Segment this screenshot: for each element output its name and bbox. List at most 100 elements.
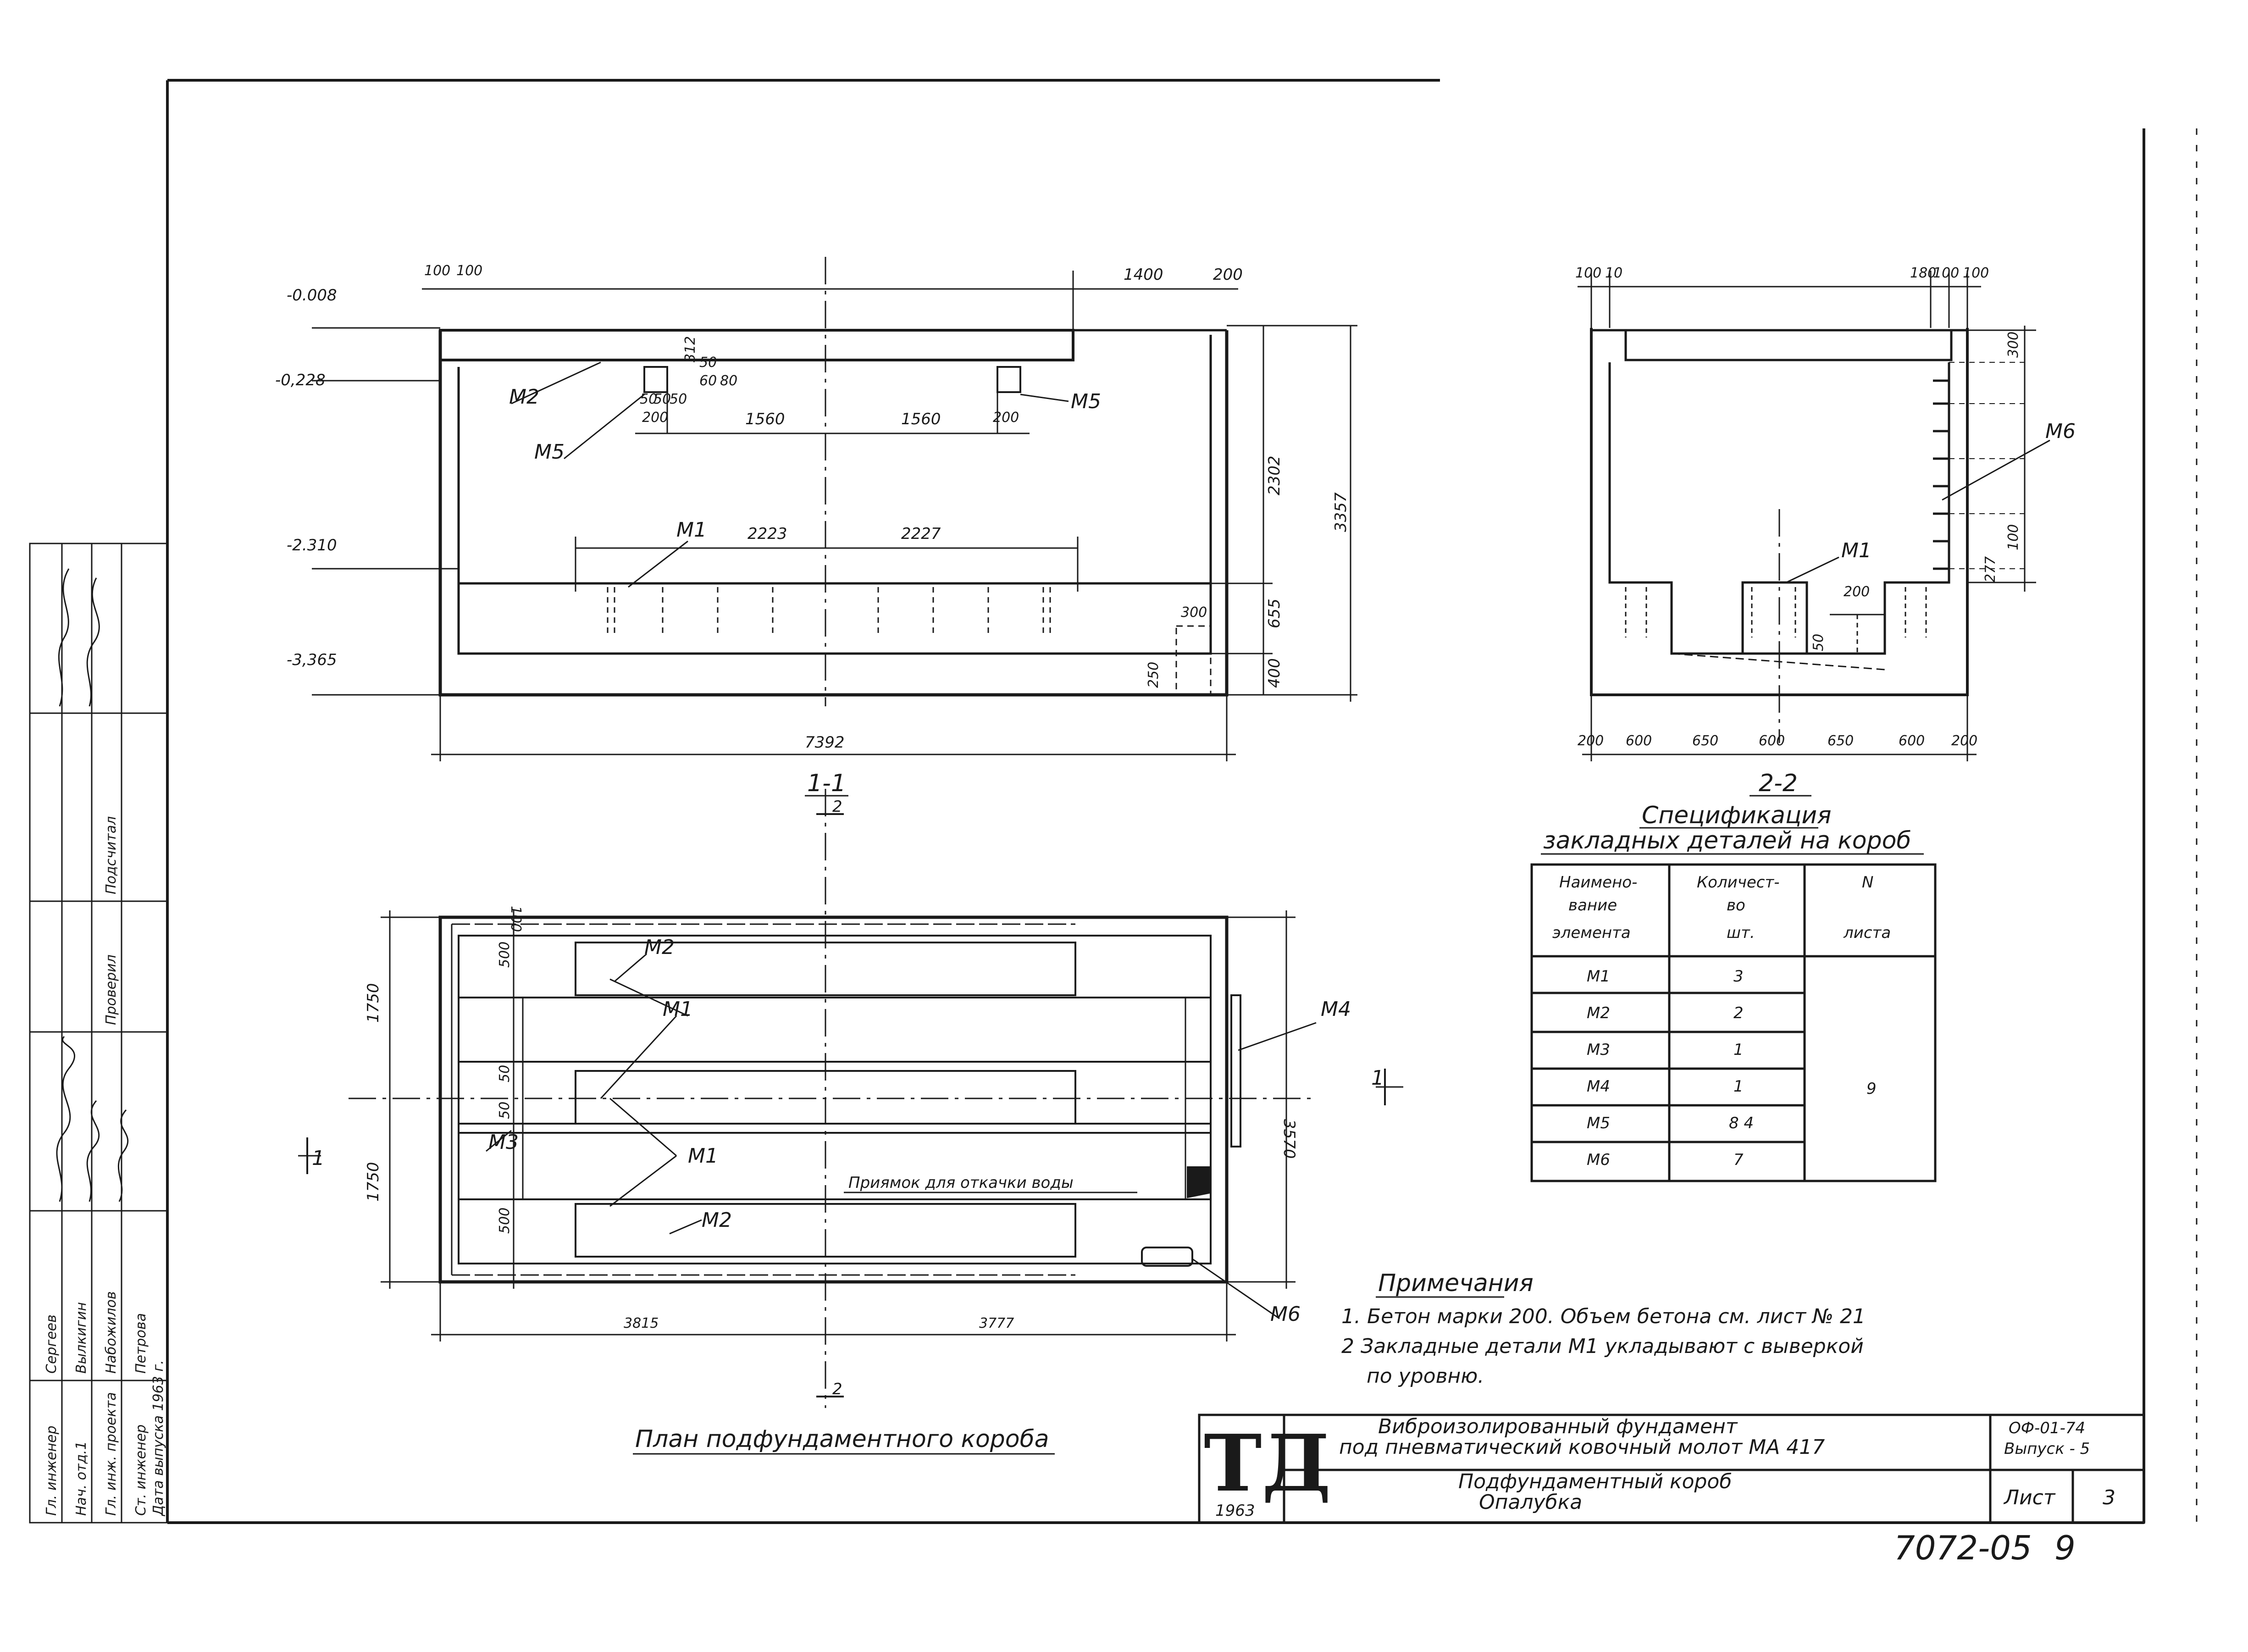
dim-inner-3: 1560 xyxy=(901,410,941,428)
section-2-2-text: 100 10 180 100 100 200 600 650 600 650 6… xyxy=(1575,265,2076,797)
signature-3 xyxy=(117,1109,129,1202)
stamp-extra-2: Подсчитал xyxy=(103,816,119,894)
spec-header-name-3: элемента xyxy=(1552,924,1631,942)
s2-dim-bottom-7: 200 xyxy=(1951,733,1977,749)
plan-label-m1-bottom: M1 xyxy=(688,1144,718,1168)
plan-text: 1-1 2 2 1 1 1750 1750 100 500 50 50 500 … xyxy=(312,770,1384,1455)
label-m1: M1 xyxy=(676,518,707,542)
s2-dim-inner-2: 50 xyxy=(1811,634,1827,651)
spec-title-1: Спецификация xyxy=(1642,802,1832,829)
code-line-1: ОФ-01-74 xyxy=(2009,1419,2085,1437)
dim-right-3: 655 xyxy=(1265,599,1284,628)
pit-dim-2: 250 xyxy=(1146,662,1162,688)
side-stamp xyxy=(29,543,168,1524)
archive-number: 7072-05 xyxy=(1894,1529,2032,1567)
level-3: -2.310 xyxy=(287,536,337,554)
title-block xyxy=(1198,1414,2145,1524)
plan-dim-inner-3: 50 xyxy=(497,1065,513,1082)
s2-dim-top-2: 10 xyxy=(1605,265,1622,281)
stamp-role-2: Нач. отд.1 xyxy=(73,1441,89,1516)
section-2-2-title: 2-2 xyxy=(1759,770,1798,797)
dim-top-4: 200 xyxy=(1213,266,1243,284)
plan-label-m2-bottom: M2 xyxy=(702,1209,732,1232)
stamp-name-1: Сергеев xyxy=(44,1314,60,1374)
spec-row-1-qty: 3 xyxy=(1733,967,1744,986)
drawing-line-2: Опалубка xyxy=(1479,1491,1582,1514)
s2-label-m1: M1 xyxy=(1841,539,1871,562)
s2-dim-right-2: 100 xyxy=(2005,524,2021,550)
spec-title-2: закладных деталей на короб xyxy=(1543,827,1911,854)
s2-dim-bottom-6: 600 xyxy=(1899,733,1925,749)
stamp-name-4: Петрова xyxy=(133,1313,149,1374)
plan-section-mark-2: 2 xyxy=(832,798,842,816)
spec-header-name-1: Наимено- xyxy=(1559,873,1637,892)
plan-dim-bottom-2: 3777 xyxy=(979,1315,1014,1331)
stamp-role-3: Гл. инж. проекта xyxy=(103,1392,119,1516)
s2-dim-bottom-5: 650 xyxy=(1827,733,1854,749)
spec-row-6-name: M6 xyxy=(1587,1151,1610,1169)
note-1: 1. Бетон марки 200. Объем бетона см. лис… xyxy=(1341,1305,1866,1328)
spec-row-3-qty: 1 xyxy=(1733,1041,1744,1059)
section-1-1 xyxy=(312,257,1357,761)
s2-dim-bottom-1: 200 xyxy=(1578,733,1604,749)
spec-row-5-qty: 8 4 xyxy=(1729,1114,1754,1132)
signature-5 xyxy=(86,577,100,707)
stamp-text: Гл. инженер Нач. отд.1 Гл. инж. проекта … xyxy=(44,568,166,1517)
drawing-line-1: Подфундаментный короб xyxy=(1458,1470,1732,1493)
dim-small-3: 50 xyxy=(670,391,687,407)
stamp-role-4: Ст. инженер xyxy=(133,1425,149,1516)
s2-dim-bottom-2: 600 xyxy=(1626,733,1652,749)
s2-dim-top-4: 100 xyxy=(1933,265,1959,281)
stamp-name-3: Набожилов xyxy=(103,1291,119,1374)
dim-mid-2: 2227 xyxy=(901,525,941,543)
plan-section-mark-4: 1 xyxy=(312,1147,325,1170)
plan-pit-note: Приямок для откачки воды xyxy=(848,1174,1074,1192)
s2-dim-right-3: 277 xyxy=(1982,556,1999,582)
plan-label-m6: M6 xyxy=(1270,1303,1301,1326)
signature-2 xyxy=(86,1100,100,1202)
plan-label-m4: M4 xyxy=(1321,998,1351,1021)
dim-top-1: 100 xyxy=(424,263,450,279)
sheet-frame xyxy=(166,79,2198,1524)
project-line-2: под пневматический ковочный молот МА 417 xyxy=(1339,1436,1825,1459)
s2-dim-top-5: 100 xyxy=(1963,265,1989,281)
spec-header-name-2: вание xyxy=(1568,896,1617,915)
dim-small-7: 312 xyxy=(682,336,698,362)
plan-dim-inner-1: 100 xyxy=(508,906,524,932)
sheet-label: Лист xyxy=(2003,1486,2056,1509)
stamp-extra-1: Проверил xyxy=(103,954,119,1025)
section-2-2 xyxy=(1578,271,2050,761)
level-2: -0,228 xyxy=(275,371,326,389)
dim-top-2: 100 xyxy=(456,263,482,279)
label-m5-right: M5 xyxy=(1071,390,1101,413)
spec-row-2-qty: 2 xyxy=(1733,1004,1744,1022)
spec-sheet-no: 9 xyxy=(1866,1080,1877,1098)
project-line-1: Виброизолированный фундамент xyxy=(1378,1415,1738,1438)
plan-dim-right: 3570 xyxy=(1280,1119,1298,1159)
stamp-name-2: Вылкигин xyxy=(73,1302,89,1374)
stamp-role-1: Гл. инженер xyxy=(44,1425,60,1516)
notes: Примечания 1. Бетон марки 200. Объем бет… xyxy=(1341,1269,1866,1388)
s2-dim-top-1: 100 xyxy=(1575,265,1601,281)
plan-label-m2-top: M2 xyxy=(644,936,675,959)
spec-row-1-name: M1 xyxy=(1587,967,1610,986)
dim-top-3: 1400 xyxy=(1124,266,1163,284)
overall-width: 7392 xyxy=(805,733,845,752)
dim-right-4: 400 xyxy=(1265,658,1284,688)
spec-table: Спецификация закладных деталей на короб … xyxy=(1530,802,1937,1182)
plan-label-m3: M3 xyxy=(488,1131,519,1154)
label-m2: M2 xyxy=(509,385,539,409)
stamp-role-5: Дата выпуска 1963 г. xyxy=(150,1360,166,1517)
dim-right-1: 2302 xyxy=(1265,455,1284,495)
level-1: -0.008 xyxy=(287,286,337,305)
pit-dim-1: 300 xyxy=(1181,604,1207,621)
notes-title: Примечания xyxy=(1378,1269,1534,1297)
spec-header-sheet-2: листа xyxy=(1843,924,1891,942)
s2-dim-bottom-3: 650 xyxy=(1692,733,1718,749)
spec-row-4-name: M4 xyxy=(1587,1077,1610,1096)
level-4: -3,365 xyxy=(287,651,337,669)
plan-dim-inner-5: 500 xyxy=(497,1208,513,1234)
signature-4 xyxy=(58,568,70,707)
signature-1 xyxy=(56,1036,76,1202)
